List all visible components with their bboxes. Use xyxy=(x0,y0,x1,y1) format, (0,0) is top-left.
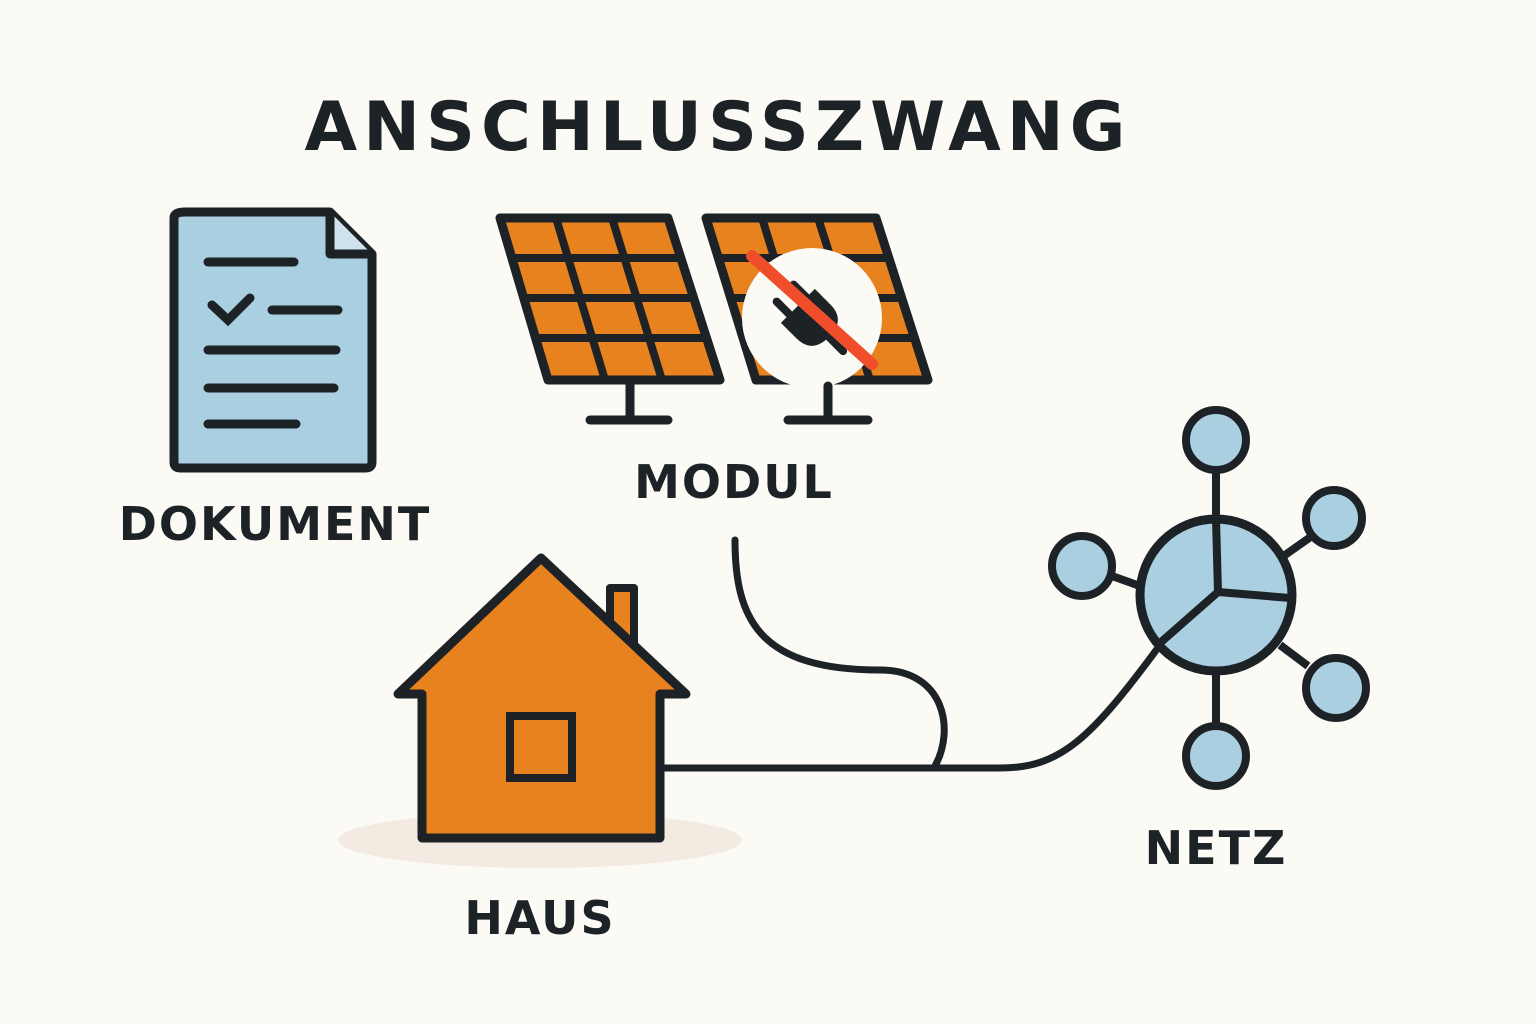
diagram-title: ANSCHLUSSZWANG xyxy=(305,88,1132,167)
label-haus: HAUS xyxy=(464,891,615,945)
house-icon xyxy=(393,553,691,843)
grid-network-icon xyxy=(1048,406,1370,790)
label-dokument: DOKUMENT xyxy=(119,497,432,551)
label-modul: MODUL xyxy=(634,455,834,509)
solar-panel-icon xyxy=(495,213,725,425)
grid-cable xyxy=(656,641,1164,772)
module-cable xyxy=(731,536,948,770)
solar-panel-no-plug-icon xyxy=(701,213,933,425)
document-check-icon xyxy=(169,207,377,473)
label-netz: NETZ xyxy=(1145,821,1288,875)
prohibition-slash xyxy=(746,250,878,370)
